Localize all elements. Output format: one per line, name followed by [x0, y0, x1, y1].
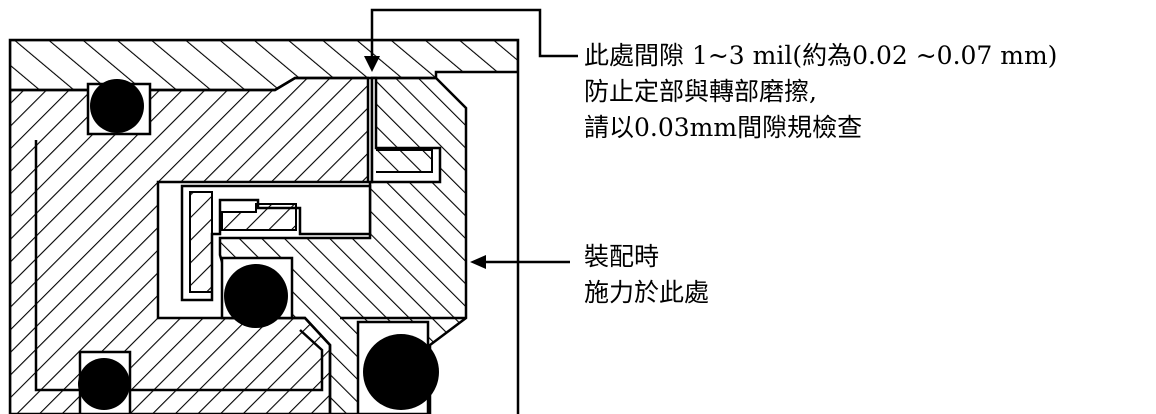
gap-note-line-1: 此處間隙 1~3 mil(約為0.02 ~0.07 mm) — [584, 41, 1058, 70]
inner-channel-insert — [189, 191, 213, 293]
gap-arrow-icon — [364, 56, 380, 72]
gap-note-line-2: 防止定部與轉部磨擦, — [584, 77, 817, 106]
clearance-gap-inner — [376, 149, 433, 173]
o-ring-bottom-left — [78, 358, 130, 410]
stator-inner-step — [34, 140, 324, 392]
force-note-line-1: 裝配時 — [584, 242, 660, 271]
o-ring-top-left — [90, 79, 144, 133]
gap-leader-line — [370, 8, 578, 58]
gap-clearance-note: 此處間隙 1~3 mil(約為0.02 ~0.07 mm) 防止定部與轉部磨擦,… — [584, 38, 1057, 146]
o-ring-middle — [224, 264, 288, 328]
force-note-line-2: 施力於此處 — [584, 278, 710, 307]
stator-part — [10, 76, 370, 414]
assembly-force-note: 裝配時 施力於此處 — [584, 239, 709, 311]
inner-channel-step — [221, 203, 297, 231]
o-ring-bottom-right — [363, 334, 439, 410]
inner-channel — [180, 184, 372, 302]
force-arrow-icon — [470, 255, 486, 269]
gap-note-line-3: 請以0.03mm間隙規檢查 — [584, 113, 863, 142]
